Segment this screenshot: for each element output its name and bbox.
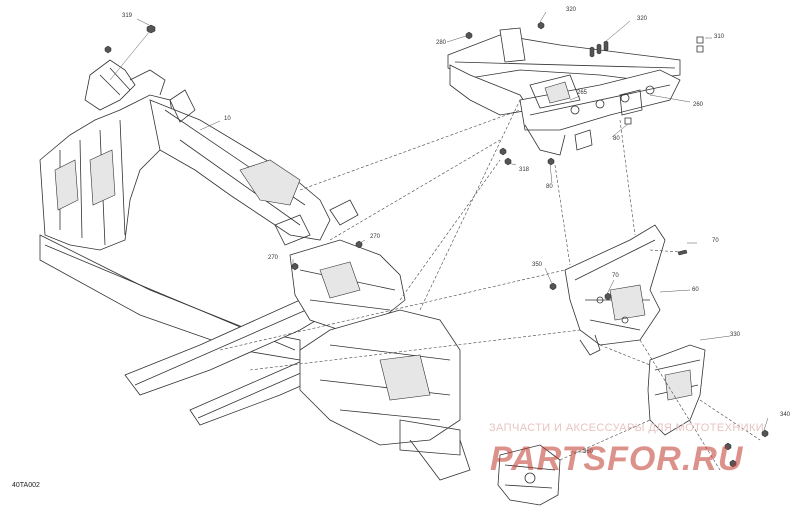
callout-260: 260	[693, 102, 704, 108]
callout-60: 60	[692, 287, 699, 293]
callout-80-right: 80	[613, 136, 620, 142]
callout-80-lower: 80	[546, 184, 553, 190]
watermark-logo: PARTSFOR.RU	[490, 440, 744, 478]
callout-350: 350	[532, 262, 543, 268]
leader-lines	[109, 11, 769, 453]
watermark-tagline: ЗАПЧАСТИ И АКСЕССУАРЫ ДЛЯ МОТОТЕХНИКИ	[489, 422, 765, 434]
callout-270-right: 270	[370, 234, 381, 240]
callout-10: 10	[224, 116, 231, 122]
assembly-guide-lines	[219, 99, 761, 471]
callout-70-top: 70	[712, 238, 719, 244]
callout-330: 330	[730, 332, 741, 338]
callout-270-left: 270	[268, 255, 279, 261]
callout-265: 265	[577, 90, 588, 96]
callout-320-top: 320	[566, 7, 577, 13]
bracket-360	[497, 444, 561, 506]
rear-subframe	[447, 27, 681, 156]
callout-310: 310	[714, 34, 725, 40]
callout-360: 360	[583, 449, 594, 455]
watermark-logo-text: PARTSFOR.RU	[490, 440, 744, 478]
diagram-id-label: 40TA002	[12, 482, 40, 489]
callout-320-right: 320	[637, 16, 648, 22]
callout-70-mid: 70	[612, 273, 619, 279]
callout-280: 280	[436, 40, 447, 46]
fasteners	[104, 21, 769, 468]
callout-318: 318	[519, 167, 530, 173]
main-frame	[39, 59, 471, 481]
callout-319: 319	[122, 13, 133, 19]
bracket-60	[564, 224, 666, 356]
callout-340: 340	[780, 412, 791, 418]
bracket-330	[647, 344, 706, 436]
